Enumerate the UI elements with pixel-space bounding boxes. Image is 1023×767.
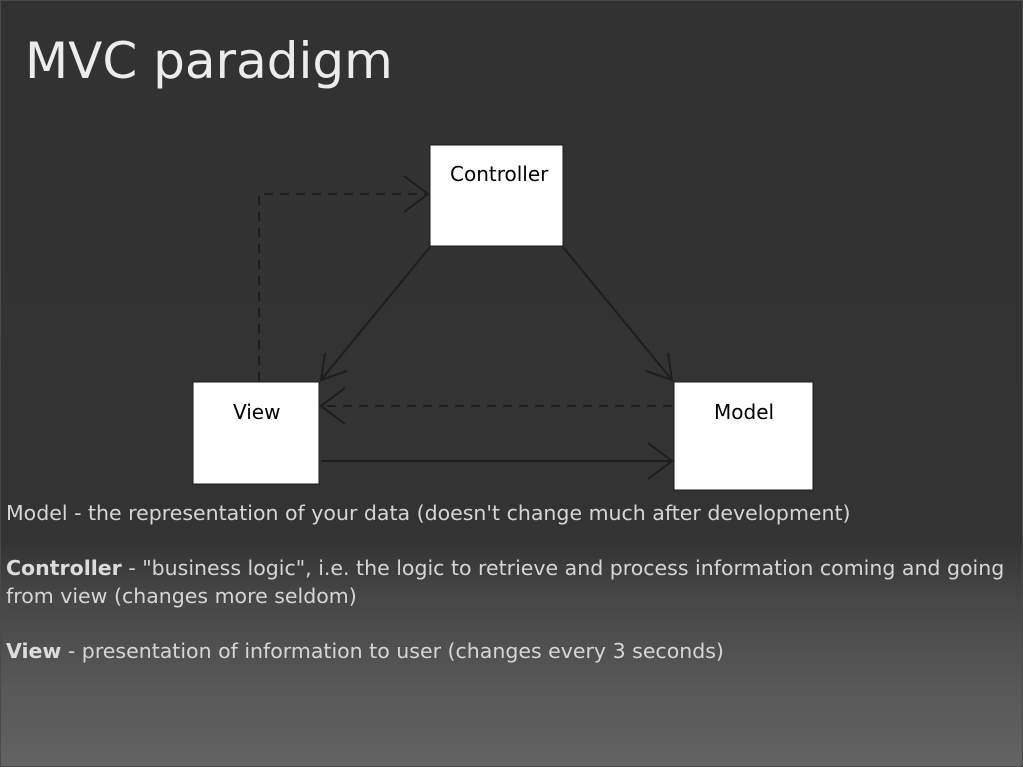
model-description: Model - the representation of your data … bbox=[6, 499, 1016, 527]
view-description: View - presentation of information to us… bbox=[6, 637, 1016, 665]
model-box bbox=[673, 381, 814, 491]
view-label: View bbox=[233, 400, 280, 424]
view-to-controller-dashed-arrow bbox=[258, 175, 430, 381]
model-label: Model bbox=[714, 400, 774, 424]
controller-description: Controller - "business logic", i.e. the … bbox=[6, 554, 1016, 610]
controller-term: Controller bbox=[6, 556, 122, 580]
view-term: View bbox=[6, 639, 62, 663]
model-description-text: Model - the representation of your data … bbox=[6, 501, 851, 525]
controller-to-view-arrow bbox=[319, 246, 431, 382]
descriptions: Model - the representation of your data … bbox=[6, 499, 1016, 692]
view-box bbox=[192, 381, 320, 485]
model-to-view-dashed-arrow bbox=[319, 387, 672, 425]
view-node: View bbox=[192, 381, 320, 485]
view-to-model-arrow bbox=[321, 442, 674, 480]
controller-label: Controller bbox=[450, 162, 549, 186]
controller-node: Controller bbox=[429, 144, 564, 247]
controller-box bbox=[429, 144, 564, 247]
view-description-text: - presentation of information to user (c… bbox=[61, 639, 724, 663]
controller-description-text: - "business logic", i.e. the logic to re… bbox=[6, 556, 1005, 608]
controller-to-model-arrow bbox=[562, 246, 674, 382]
slide-title: MVC paradigm bbox=[25, 32, 393, 90]
mvc-diagram: Controller View Model bbox=[192, 144, 814, 491]
model-node: Model bbox=[673, 381, 814, 491]
